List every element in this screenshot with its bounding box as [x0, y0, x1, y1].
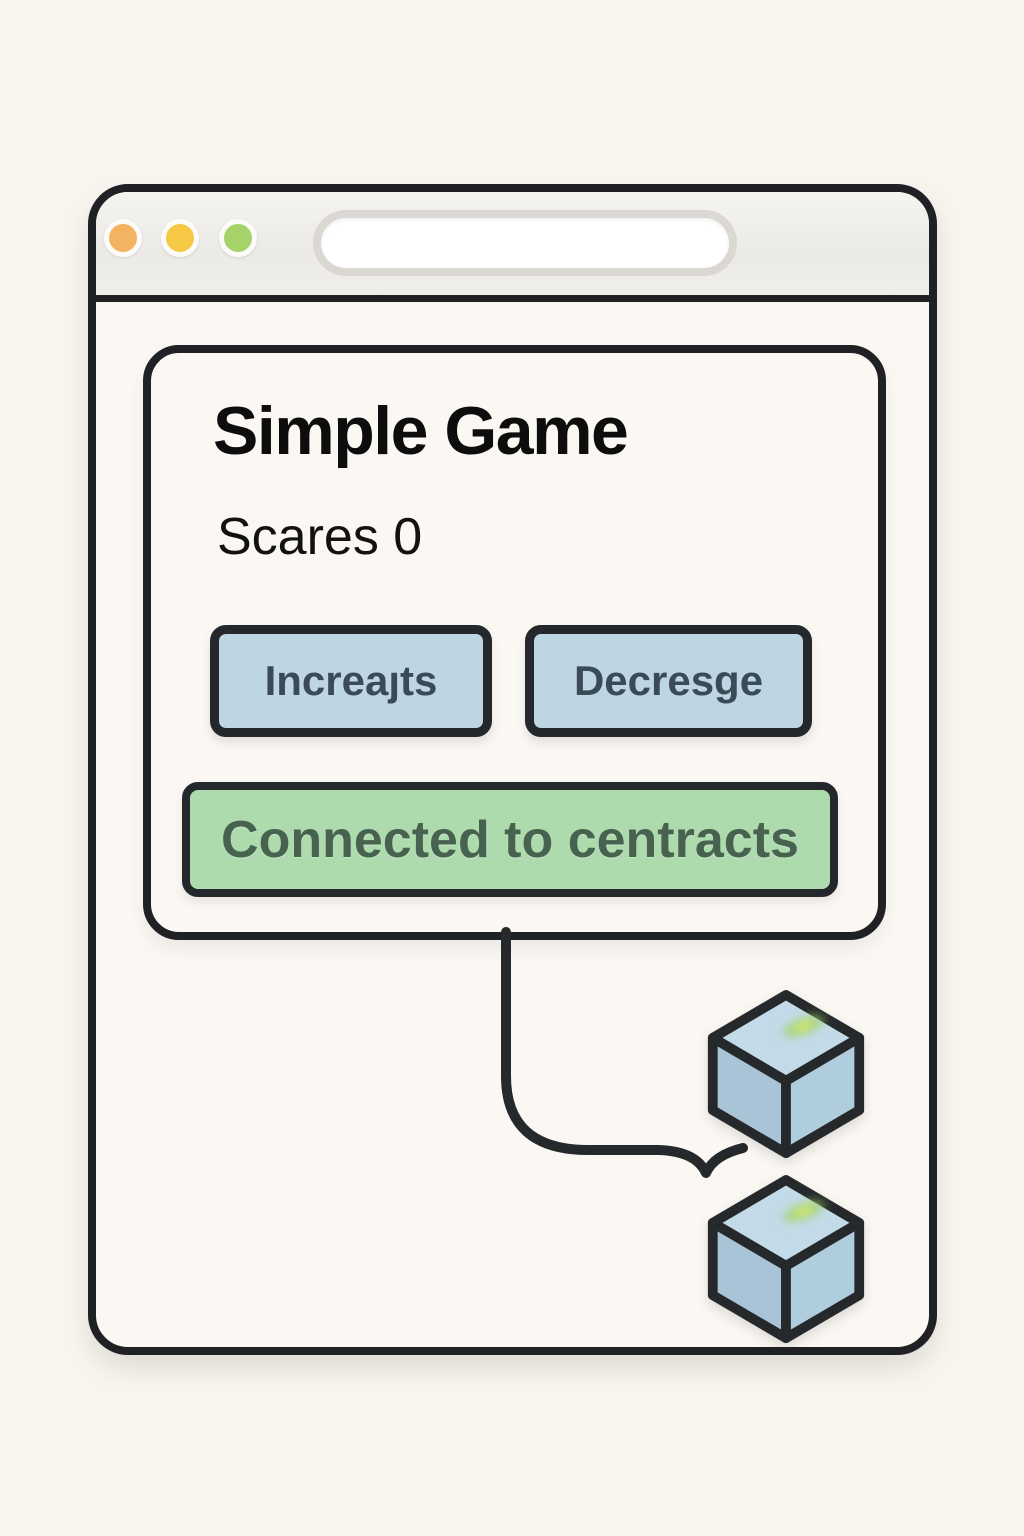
game-card: Simple Game Scares 0 Increaȷts Decresge …: [143, 345, 886, 940]
leaf-highlight: [778, 1012, 829, 1040]
window-minimize-button[interactable]: [161, 219, 199, 257]
url-bar-input[interactable]: [313, 210, 737, 276]
decrease-button[interactable]: Decresge: [525, 625, 812, 737]
browser-window: Simple Game Scares 0 Increaȷts Decresge …: [88, 184, 937, 1355]
window-maximize-button[interactable]: [219, 219, 257, 257]
score-text: Scares 0: [217, 508, 423, 566]
browser-title-bar: [96, 192, 929, 302]
increase-button[interactable]: Increaȷts: [210, 625, 492, 737]
window-close-button[interactable]: [104, 219, 142, 257]
blockchain-cube-icon: [707, 990, 865, 1158]
leaf-highlight: [778, 1197, 829, 1225]
page-title: Simple Game: [213, 393, 629, 469]
connection-status-banner: Connected to centracts: [182, 782, 838, 897]
blockchain-cube-icon: [707, 1175, 865, 1343]
